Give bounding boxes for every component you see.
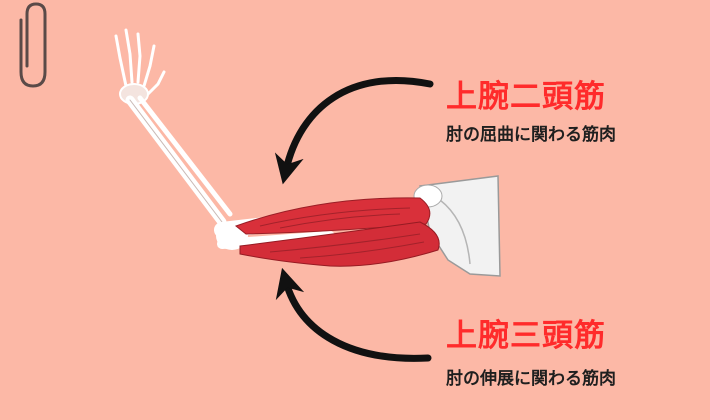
forearm-bones [125, 95, 233, 227]
hand-bones [114, 28, 166, 105]
biceps-arrow-icon [274, 77, 434, 185]
triceps-title: 上腕三頭筋 [446, 318, 606, 354]
triceps-muscle [239, 221, 440, 267]
triceps-arrow-icon [275, 267, 432, 362]
paperclip-icon [19, 2, 47, 88]
biceps-muscle [234, 197, 431, 235]
triceps-description: 肘の伸展に関わる筋肉 [446, 369, 616, 389]
biceps-description: 肘の屈曲に関わる筋肉 [446, 125, 616, 145]
biceps-title: 上腕二頭筋 [446, 79, 606, 115]
